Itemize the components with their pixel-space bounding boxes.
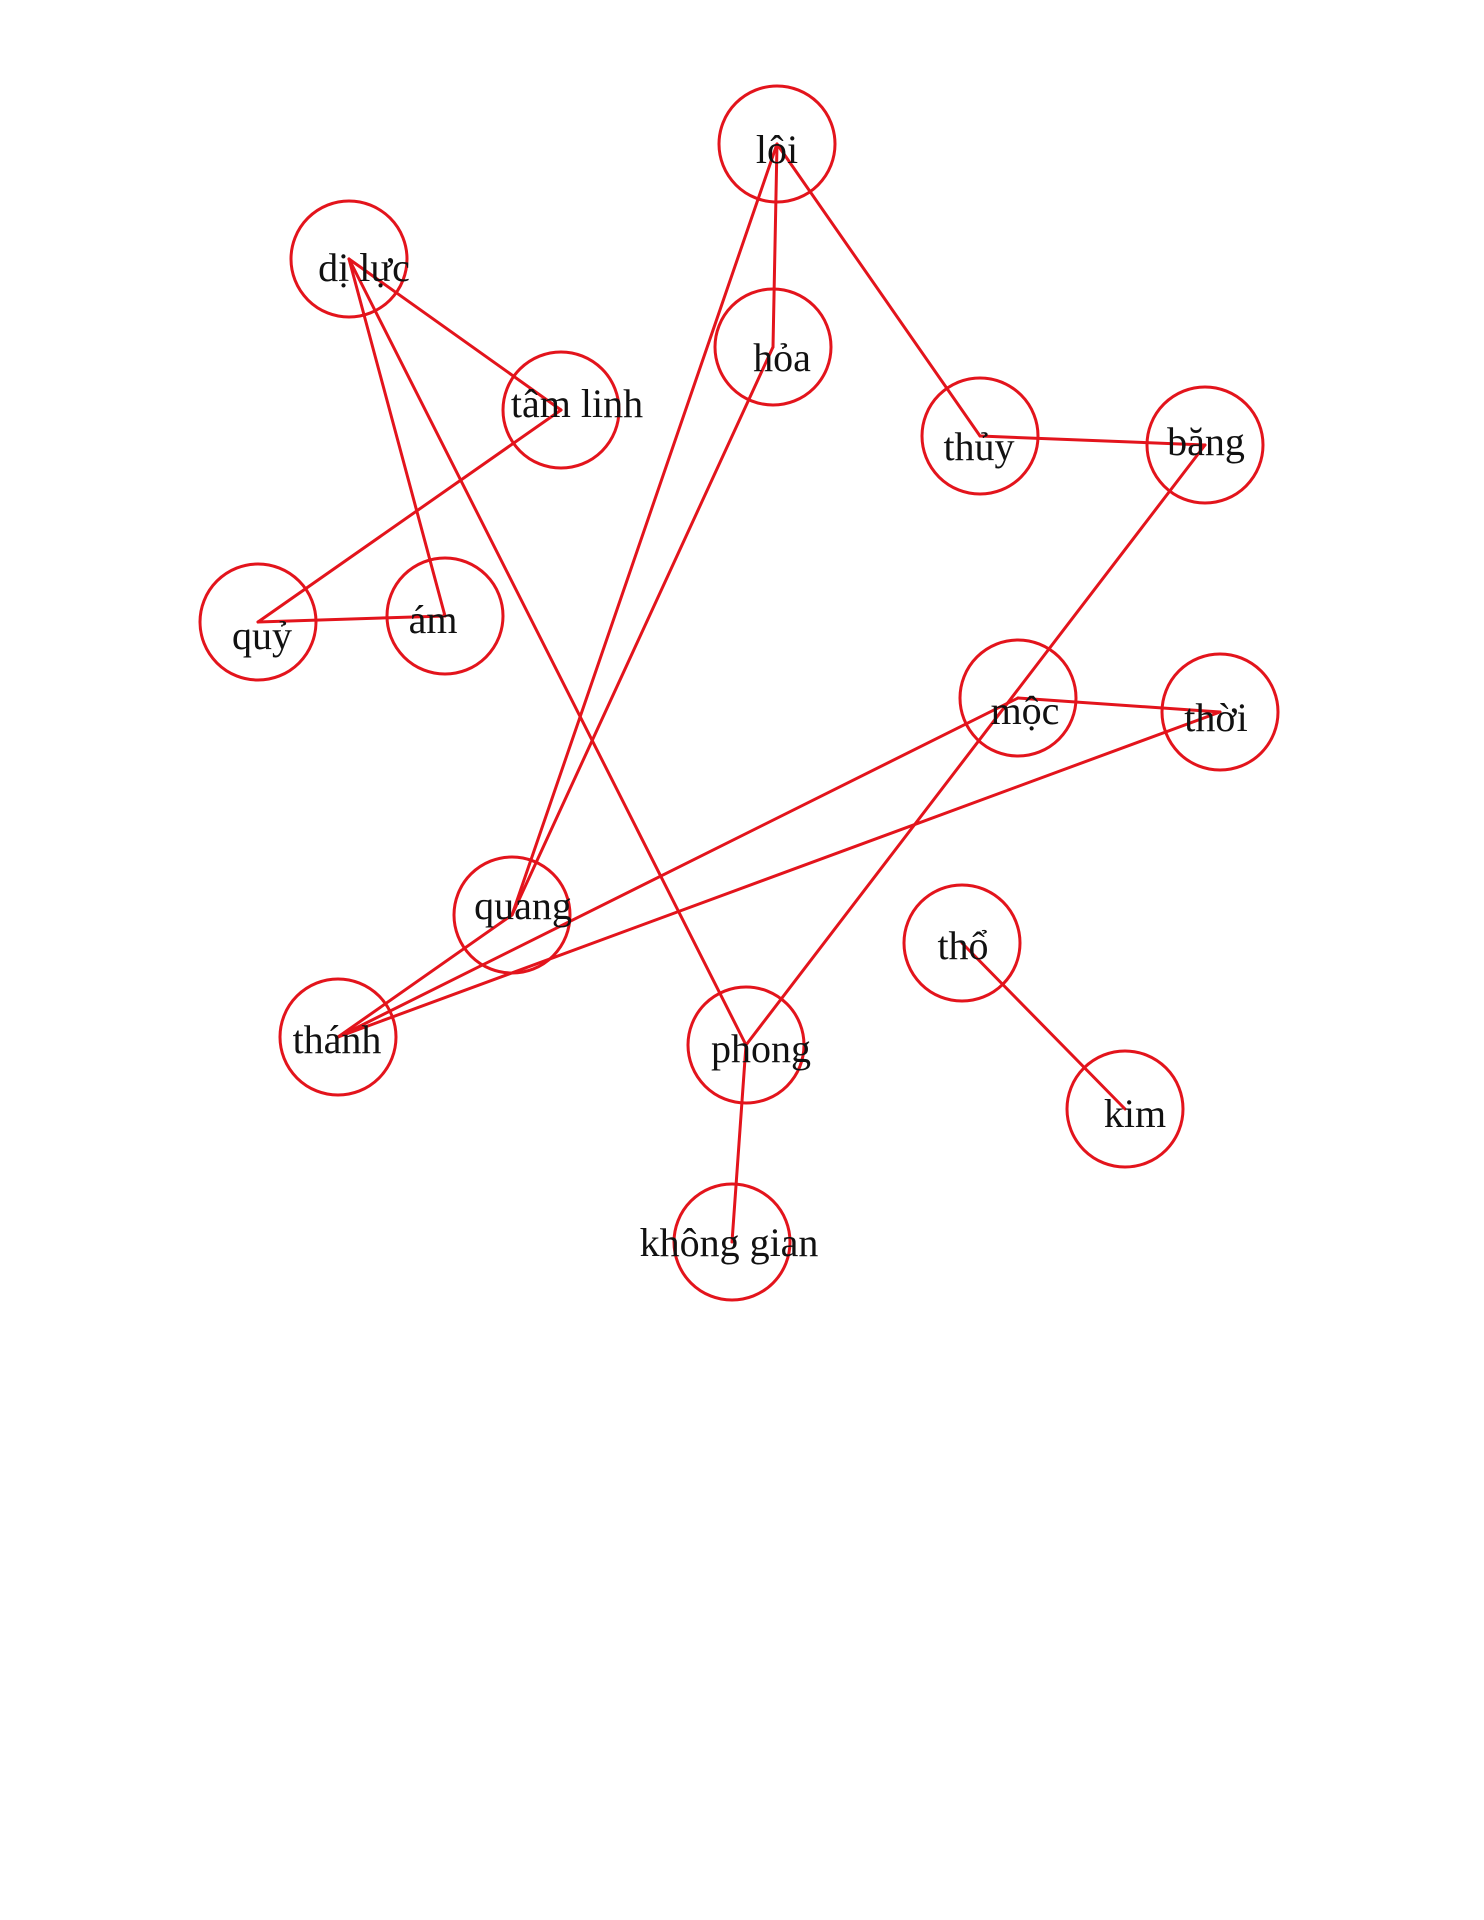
node-circle-quang xyxy=(452,855,572,975)
node-circle-thuy xyxy=(920,376,1040,496)
edge-tamlinh-quy xyxy=(256,408,563,624)
node-label-thuy: thủy xyxy=(943,424,1014,469)
node-am: ám xyxy=(385,556,505,676)
node-circle-quy xyxy=(198,562,318,682)
node-label-quang: quang xyxy=(474,883,572,928)
node-diluc: dị lực xyxy=(289,199,410,319)
node-label-loi: lôi xyxy=(756,127,798,172)
node-thoi: thời xyxy=(1160,652,1280,772)
node-khonggian: không gian xyxy=(640,1182,819,1302)
node-circle-thanh xyxy=(278,977,398,1097)
node-label-diluc: dị lực xyxy=(318,245,410,290)
edge-bang-phong xyxy=(744,443,1207,1047)
edge-moc-thoi xyxy=(1016,696,1222,714)
node-label-am: ám xyxy=(409,597,458,642)
node-circle-moc xyxy=(958,638,1078,758)
node-kim: kim xyxy=(1065,1049,1185,1169)
edge-thuy-bang xyxy=(978,434,1207,447)
node-circle-phong xyxy=(686,985,806,1105)
node-circle-diluc xyxy=(289,199,409,319)
edge-phong-khonggian xyxy=(730,1043,748,1244)
node-label-moc: mộc xyxy=(991,688,1060,733)
edge-quang-thanh xyxy=(336,913,514,1039)
node-label-hoa: hỏa xyxy=(753,335,811,380)
node-label-khonggian: không gian xyxy=(640,1220,819,1265)
node-circle-tho xyxy=(902,883,1022,1003)
node-circle-bang xyxy=(1145,385,1265,505)
edge-quy-am xyxy=(256,614,447,624)
edge-diluc-am xyxy=(347,257,447,618)
node-circle-hoa xyxy=(713,287,833,407)
node-circle-am xyxy=(385,556,505,676)
edge-loi-hoa xyxy=(771,142,779,349)
node-tamlinh: tâm linh xyxy=(501,350,643,470)
node-phong: phong xyxy=(686,985,811,1105)
node-thanh: thánh xyxy=(278,977,398,1097)
node-circle-tamlinh xyxy=(501,350,621,470)
node-label-tho: thổ xyxy=(937,923,988,968)
node-label-kim: kim xyxy=(1104,1091,1166,1136)
node-bang: băng xyxy=(1145,385,1265,505)
node-label-thanh: thánh xyxy=(293,1017,382,1062)
nodes-layer: lôi dị lực hỏa tâm linh thủy băng quỷ ám mộc thời… xyxy=(198,84,1280,1302)
edges-layer xyxy=(256,142,1222,1244)
edge-diluc-tamlinh xyxy=(347,257,563,412)
node-hoa: hỏa xyxy=(713,287,833,407)
node-thuy: thủy xyxy=(920,376,1040,496)
edge-diluc-phong xyxy=(347,257,748,1047)
edge-tho-kim xyxy=(960,941,1127,1111)
node-quy: quỷ xyxy=(198,562,318,682)
node-label-tamlinh: tâm linh xyxy=(511,381,643,426)
node-label-bang: băng xyxy=(1167,419,1245,464)
edge-thoi-thanh xyxy=(336,710,1222,1039)
node-loi: lôi xyxy=(717,84,837,204)
edge-moc-thanh xyxy=(336,696,1020,1039)
edge-hoa-quang xyxy=(510,345,775,917)
node-circle-kim xyxy=(1065,1049,1185,1169)
node-tho: thổ xyxy=(902,883,1022,1003)
node-moc: mộc xyxy=(958,638,1078,758)
edge-loi-quang xyxy=(510,142,779,917)
node-quang: quang xyxy=(452,855,572,975)
node-label-phong: phong xyxy=(711,1026,811,1071)
node-label-quy: quỷ xyxy=(232,613,292,658)
node-circle-khonggian xyxy=(672,1182,792,1302)
node-circle-loi xyxy=(717,84,837,204)
node-label-thoi: thời xyxy=(1184,695,1247,740)
node-circle-thoi xyxy=(1160,652,1280,772)
